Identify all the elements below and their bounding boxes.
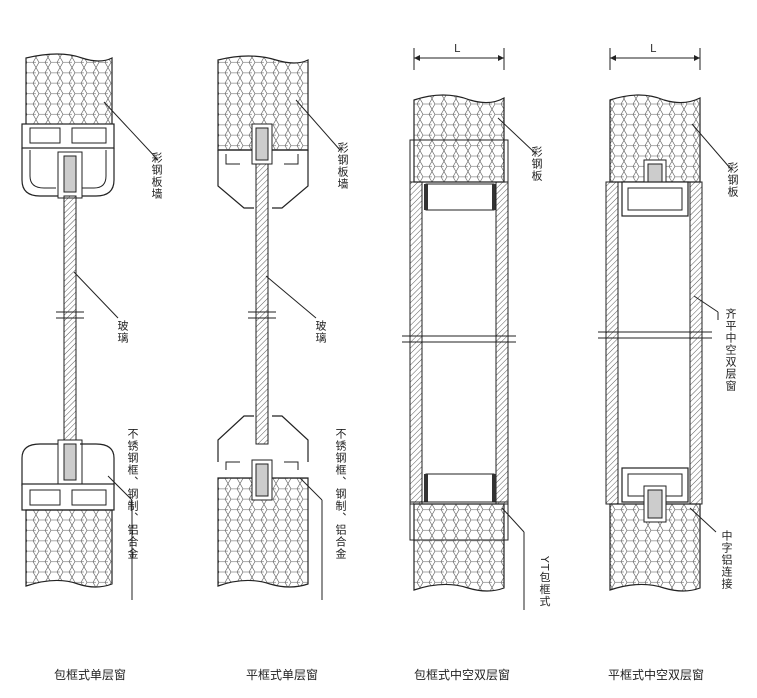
- label-d2-panel: 彩钢板墙: [336, 142, 349, 190]
- diagram-1-frame-single: [21, 53, 159, 600]
- caption-3: 包框式中空双层窗: [413, 668, 510, 682]
- diagram-4-flat-double: [598, 48, 731, 592]
- label-d4-panel: 彩钢板: [726, 162, 739, 198]
- diagram-3-frame-double: [402, 48, 535, 610]
- label-d4-connect: 中字铝连接: [720, 530, 733, 590]
- caption-1: 包框式单层窗: [53, 668, 126, 682]
- diagram-2-flat-single: [217, 55, 341, 600]
- label-d1-glass: 玻璃: [116, 320, 129, 344]
- label-d3-frame: YT包框式: [538, 556, 551, 608]
- panel-bottom: [25, 509, 113, 588]
- label-d3-panel: 彩钢板: [530, 146, 543, 182]
- caption-2: 平框式单层窗: [245, 668, 318, 682]
- label-d4-window: 齐平中空双层窗: [724, 308, 737, 392]
- caption-4: 平框式中空双层窗: [607, 668, 704, 682]
- label-d1-panel: 彩钢板墙: [150, 152, 163, 200]
- label-d2-glass: 玻璃: [314, 320, 327, 344]
- panel-top: [25, 53, 113, 127]
- dimension-label-d3: L: [454, 42, 461, 55]
- label-d2-frame: 不锈钢框、钢制、铝合金: [334, 428, 347, 560]
- dimension-label-d4: L: [650, 42, 657, 55]
- label-d1-frame: 不锈钢框、钢制、铝合金: [126, 428, 139, 560]
